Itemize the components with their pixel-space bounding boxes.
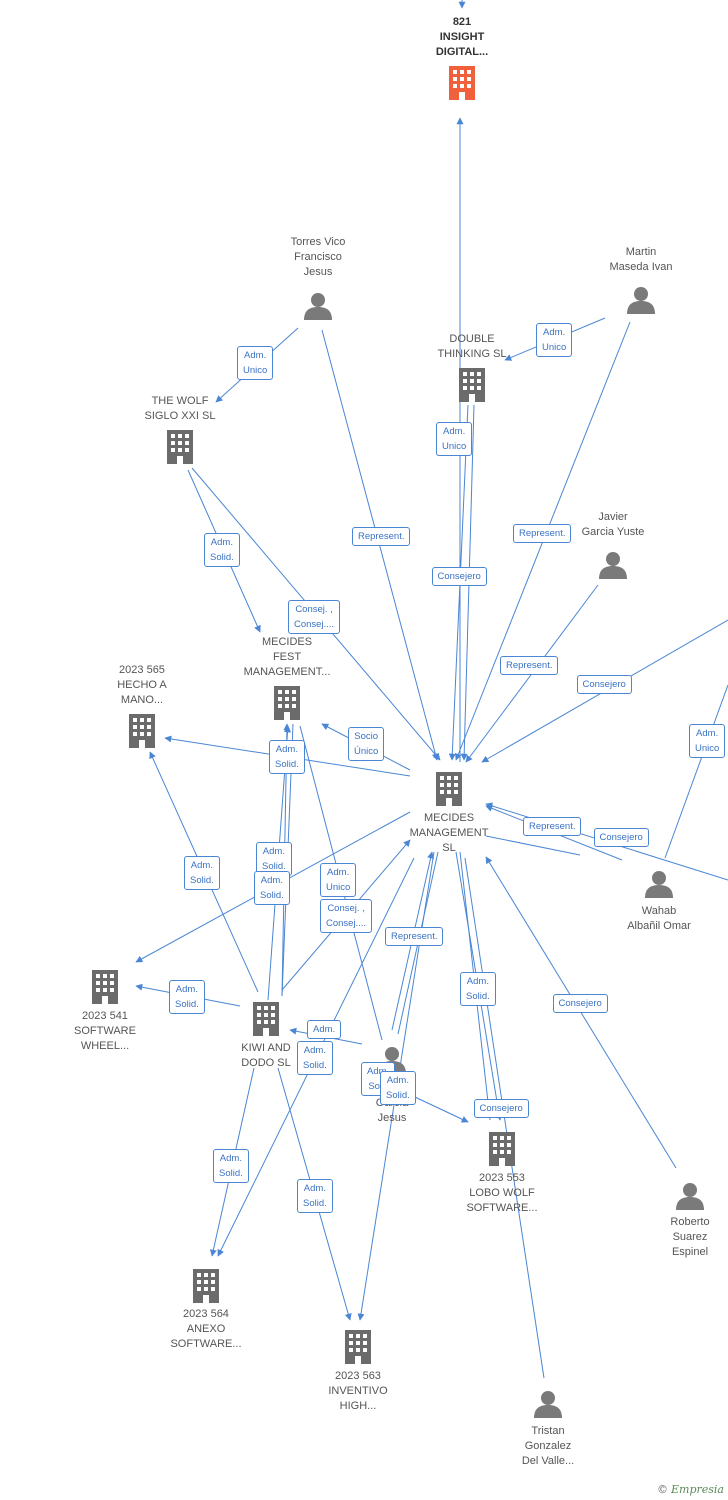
edge-label-6: Consejero — [431, 567, 487, 586]
node-label-inventivo[interactable]: 2023 563 INVENTIVO HIGH... — [328, 1370, 388, 1412]
edge-label-13: Represent. — [523, 817, 582, 836]
building-icon-wolf[interactable] — [167, 430, 193, 464]
person-icon-torres[interactable] — [304, 293, 332, 320]
edge-label-11: Socio Único — [348, 727, 385, 761]
edge-label-21: Adm. Solid. — [460, 972, 496, 1006]
edge-label-15: Adm. Solid. — [256, 842, 292, 876]
edge-label-27: Adm. Solid. — [380, 1071, 416, 1105]
building-icon-kiwi[interactable] — [253, 1002, 279, 1036]
building-icon-mecides[interactable] — [436, 772, 462, 806]
building-icon-anexo[interactable] — [193, 1269, 219, 1303]
person-icon-martin[interactable] — [627, 287, 655, 314]
node-label-tristan[interactable]: Tristan Gonzalez Del Valle... — [521, 1425, 575, 1467]
edge-label-24: Adm. — [307, 1020, 342, 1039]
building-icon-lobo[interactable] — [489, 1132, 515, 1166]
node-label-n821[interactable]: 821 INSIGHT DIGITAL... — [435, 16, 489, 58]
node-label-hecho[interactable]: 2023 565 HECHO A MANO... — [117, 664, 167, 706]
node-label-kiwi[interactable]: KIWI AND DODO SL — [241, 1042, 291, 1069]
building-icon-inventivo[interactable] — [345, 1330, 371, 1364]
node-label-wheel[interactable]: 2023 541 SOFTWARE WHEEL... — [74, 1010, 136, 1052]
edge-label-7: Consej. , Consej.... — [288, 600, 341, 634]
edge-label-18: Adm. Unico — [320, 863, 357, 897]
edge-label-25: Adm. Solid. — [297, 1041, 333, 1075]
edge-line-31 — [464, 857, 545, 1379]
footer-brand[interactable]: ©Empresia — [657, 1483, 724, 1496]
edge-label-0: Adm. Unico — [237, 346, 274, 380]
node-label-javier[interactable]: Javier Garcia Yuste — [581, 511, 645, 538]
edge-label-30: Adm. Solid. — [297, 1179, 333, 1213]
person-icon-wahab[interactable] — [645, 871, 673, 898]
node-label-mecides[interactable]: MECIDES MANAGEMENT SL — [409, 812, 489, 854]
node-label-double[interactable]: DOUBLE THINKING SL — [437, 333, 507, 360]
node-label-wolf[interactable]: THE WOLF SIGLO XXI SL — [144, 395, 216, 422]
edge-label-14: Consejero — [593, 828, 649, 847]
node-label-martin[interactable]: Martin Maseda Ivan — [609, 246, 673, 273]
edge-label-22: Adm. Solid. — [169, 980, 205, 1014]
edge-label-1: Adm. Unico — [536, 323, 573, 357]
edge-label-20: Represent. — [385, 927, 444, 946]
edge-label-23: Consejero — [473, 1099, 529, 1118]
person-icon-tristan[interactable] — [534, 1391, 562, 1418]
building-icon-double[interactable] — [459, 368, 485, 402]
brand-name: Empresia — [671, 1483, 724, 1496]
edge-label-8: Represent. — [500, 656, 559, 675]
edge-label-29: Adm. Solid. — [213, 1149, 249, 1183]
edge-label-4: Represent. — [513, 524, 572, 543]
edge-label-16: Adm. Solid. — [184, 856, 220, 890]
building-icon-n821[interactable] — [449, 66, 475, 100]
node-label-roberto[interactable]: Roberto Suarez Espinel — [670, 1216, 710, 1258]
edge-label-3: Represent. — [352, 527, 411, 546]
edge-label-5: Adm. Solid. — [204, 533, 240, 567]
building-icon-hecho[interactable] — [129, 714, 155, 748]
node-label-wahab[interactable]: Wahab Albañil Omar — [627, 905, 691, 932]
edge-label-2: Adm. Unico — [436, 422, 473, 456]
copyright-symbol: © — [657, 1483, 668, 1496]
person-icon-javier[interactable] — [599, 552, 627, 579]
node-label-lobo[interactable]: 2023 553 LOBO WOLF SOFTWARE... — [466, 1172, 538, 1214]
edge-label-9: Consejero — [576, 675, 632, 694]
node-label-fest[interactable]: MECIDES FEST MANAGEMENT... — [243, 636, 331, 678]
node-label-torres[interactable]: Torres Vico Francisco Jesus — [290, 236, 346, 278]
building-icon-fest[interactable] — [274, 686, 300, 720]
edge-line-12 — [664, 684, 728, 859]
edge-label-17: Adm. Solid. — [254, 871, 290, 905]
edge-label-10: Adm. Unico — [689, 724, 726, 758]
edge-line-17 — [485, 835, 581, 856]
edge-label-12: Adm. Solid. — [269, 740, 305, 774]
building-icon-wheel[interactable] — [92, 970, 118, 1004]
node-label-anexo[interactable]: 2023 564 ANEXO SOFTWARE... — [170, 1308, 242, 1350]
edge-label-28: Consejero — [552, 994, 608, 1013]
person-icon-roberto[interactable] — [676, 1183, 704, 1210]
edge-label-19: Consej. , Consej.... — [320, 899, 373, 933]
